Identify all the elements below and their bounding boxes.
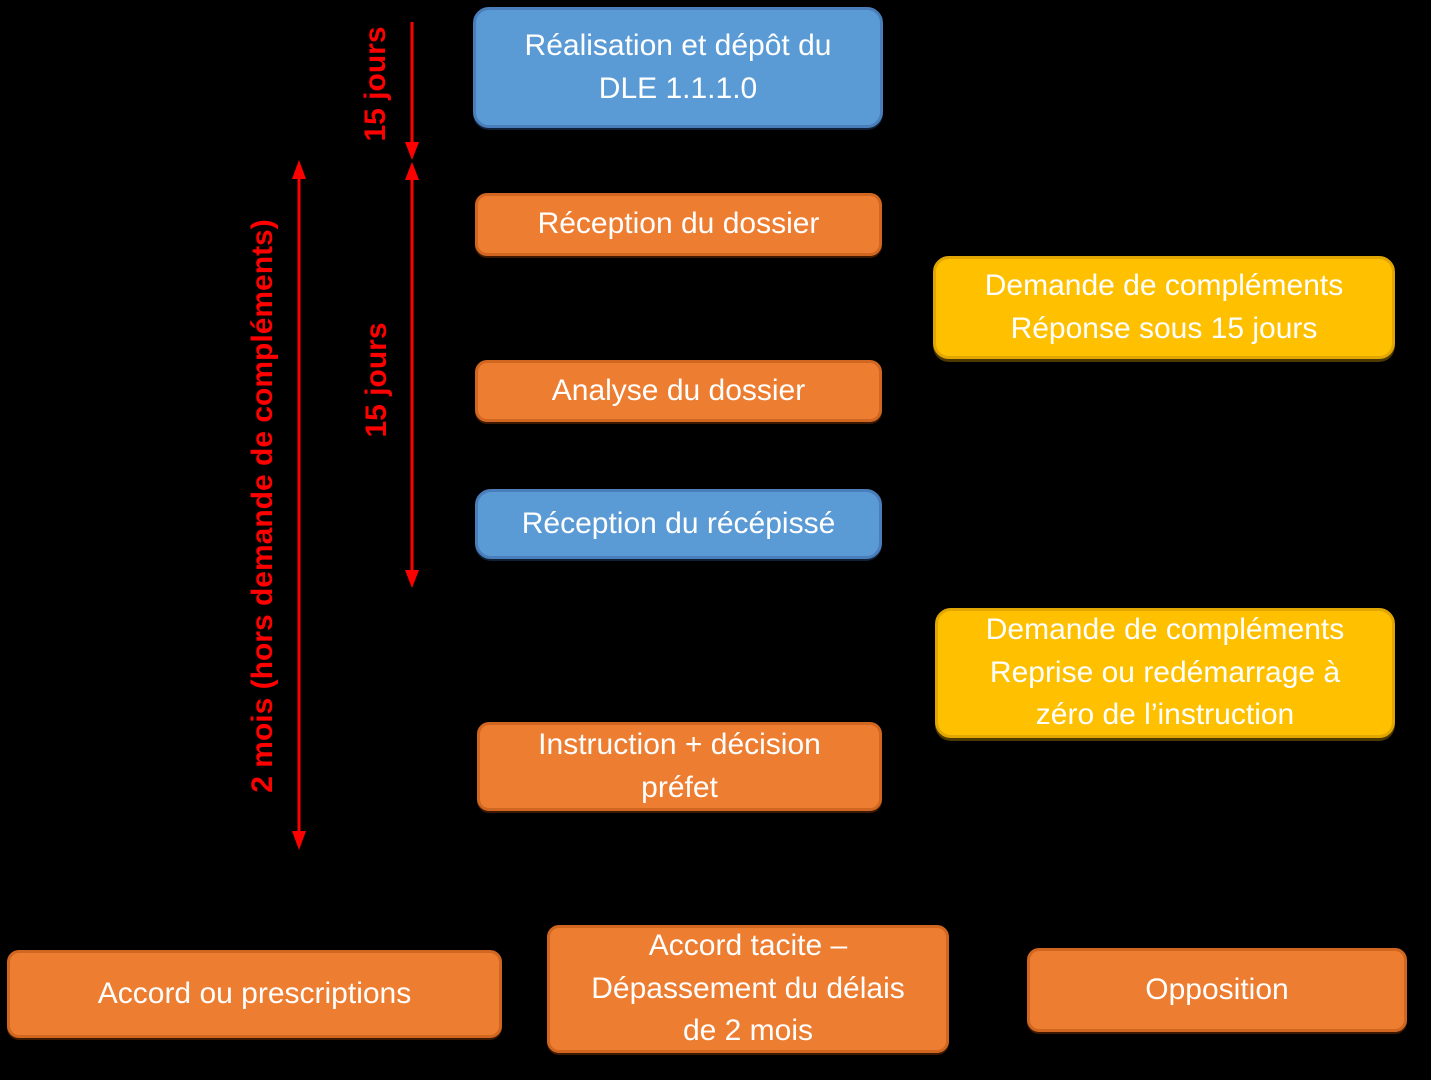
- outcome-accord-tacite-depassement: Accord tacite – Dépassement du délais de…: [547, 925, 949, 1053]
- flow-step-realisation-depot-dle: Réalisation et dépôt du DLE 1.1.1.0: [473, 7, 883, 128]
- side-note-text-line: Demande de compléments: [985, 613, 1345, 647]
- flow-step-instruction-decision-prefet: Instruction + décision préfet: [477, 722, 882, 811]
- side-note-demande-complements-reprise: Demande de compléments Reprise ou redéma…: [935, 608, 1395, 738]
- side-note-text-line: zéro de l’instruction: [1035, 698, 1295, 732]
- delay-label-15-jours-instruction: 15 jours: [360, 322, 393, 438]
- side-note-text-line: Demande de compléments: [984, 268, 1344, 302]
- side-note-text-line: Réponse sous 15 jours: [1010, 311, 1318, 345]
- outcome-accord-ou-prescriptions: Accord ou prescriptions: [7, 950, 502, 1038]
- outcome-text-line: Opposition: [1145, 972, 1289, 1006]
- flow-step-reception-recepisse: Réception du récépissé: [475, 489, 882, 559]
- flow-step-text-line: Réception du récépissé: [521, 506, 836, 540]
- flow-step-analyse-dossier: Analyse du dossier: [475, 360, 882, 422]
- delay-arrow-15-jours-instruction: [404, 162, 420, 588]
- side-note-text-line: Reprise ou redémarrage à: [989, 655, 1341, 689]
- down-arrow-icon: [405, 22, 419, 160]
- flow-step-reception-dossier: Réception du dossier: [475, 193, 882, 256]
- outcome-text-line: Accord tacite –: [648, 929, 848, 963]
- double-vertical-arrow-icon: [405, 162, 419, 588]
- double-vertical-arrow-icon: [292, 160, 306, 850]
- total-delay-label-2-mois: 2 mois (hors demande de compléments): [246, 219, 279, 793]
- flow-step-text-line: DLE 1.1.1.0: [598, 71, 758, 105]
- flow-step-text-line: Instruction + décision: [538, 727, 821, 761]
- flow-step-text-line: Réalisation et dépôt du: [524, 28, 832, 62]
- total-delay-arrow-2-mois: [290, 160, 308, 850]
- side-note-demande-complements-reponse: Demande de compléments Réponse sous 15 j…: [933, 256, 1395, 359]
- outcome-opposition: Opposition: [1027, 948, 1407, 1032]
- outcome-text-line: de 2 mois: [682, 1014, 814, 1048]
- outcome-text-line: Dépassement du délais: [591, 971, 905, 1005]
- outcome-text-line: Accord ou prescriptions: [97, 976, 412, 1010]
- flow-step-text-line: préfet: [641, 770, 718, 804]
- delay-label-15-jours-depot: 15 jours: [359, 26, 392, 142]
- flow-step-text-line: Réception du dossier: [537, 207, 820, 241]
- flow-step-text-line: Analyse du dossier: [551, 373, 806, 407]
- delay-arrow-15-jours-depot: [404, 22, 420, 160]
